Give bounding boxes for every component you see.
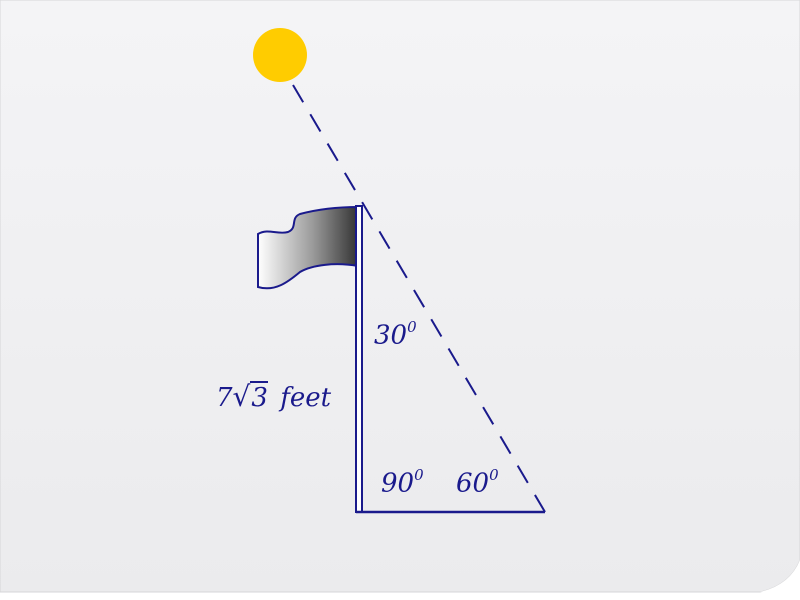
angle-top-value: 30 — [374, 320, 408, 351]
angle-base-label: 600 — [456, 468, 499, 499]
flag-pole — [355, 205, 363, 513]
angle-top-degree: 0 — [407, 318, 417, 336]
flag-icon — [257, 205, 359, 290]
height-radicand: 3 — [250, 381, 268, 413]
angle-right-degree: 0 — [414, 466, 424, 484]
angle-base-degree: 0 — [489, 466, 499, 484]
angle-top-label: 300 — [374, 320, 417, 351]
sun-icon — [253, 28, 307, 82]
sun-ray-dashed-line — [292, 84, 546, 513]
paper-curl — [760, 560, 800, 592]
height-coefficient: 7 — [216, 383, 233, 413]
pole-height-label: 7√3 feet — [216, 380, 332, 413]
angle-right-value: 90 — [381, 468, 415, 499]
square-root-icon: √ — [232, 380, 251, 413]
angle-base-value: 60 — [456, 468, 490, 499]
height-unit: feet — [280, 383, 332, 413]
angle-right-label: 900 — [381, 468, 424, 499]
